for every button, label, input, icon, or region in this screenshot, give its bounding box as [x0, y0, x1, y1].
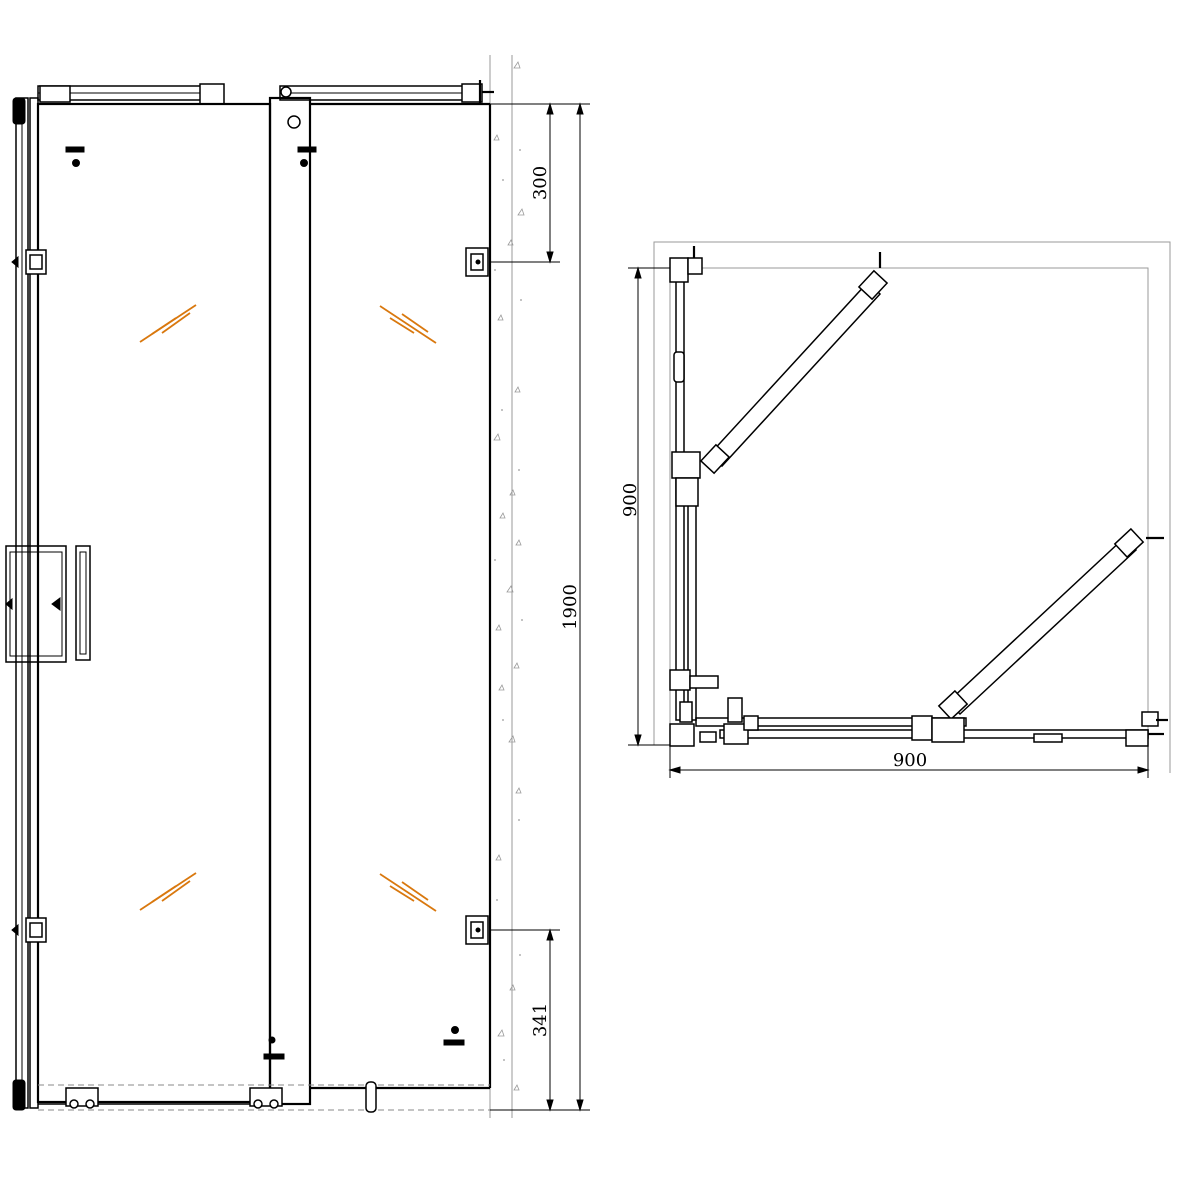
plan-support-arms: [699, 252, 1164, 721]
dim-top-label: 300: [530, 166, 551, 200]
glass-reflection-marks: [139, 304, 437, 912]
left-wall-profile: [12, 97, 39, 1111]
right-wall-brackets: [465, 247, 489, 945]
door-stoppers: [65, 115, 465, 1060]
sliding-door-panel: [268, 96, 312, 1106]
left-glass-panel: [36, 102, 272, 1104]
door-handle: [5, 545, 91, 663]
dim-bottom-label: 341: [530, 1003, 551, 1037]
dim-height-label: 1900: [560, 584, 581, 630]
front-dimensions: [490, 102, 590, 1112]
dim-depth-label: 900: [620, 483, 641, 517]
front-elevation-view: 300 341 1900: [5, 55, 590, 1118]
right-glass-panel: [310, 102, 492, 1090]
bottom-track-rail: [38, 1081, 490, 1113]
plan-wall-outline: [653, 241, 1171, 773]
top-track-rail: [37, 80, 494, 105]
dim-width-label: 900: [893, 750, 927, 771]
plan-dimensions: [628, 266, 1150, 778]
wall-section: [489, 55, 525, 1118]
wall-hatch-marks: [493, 61, 525, 1091]
plan-hardware: [669, 246, 1168, 747]
plan-view: 900 900: [620, 241, 1171, 778]
plan-glass-panels: [675, 269, 1149, 739]
left-brackets: [11, 249, 47, 943]
